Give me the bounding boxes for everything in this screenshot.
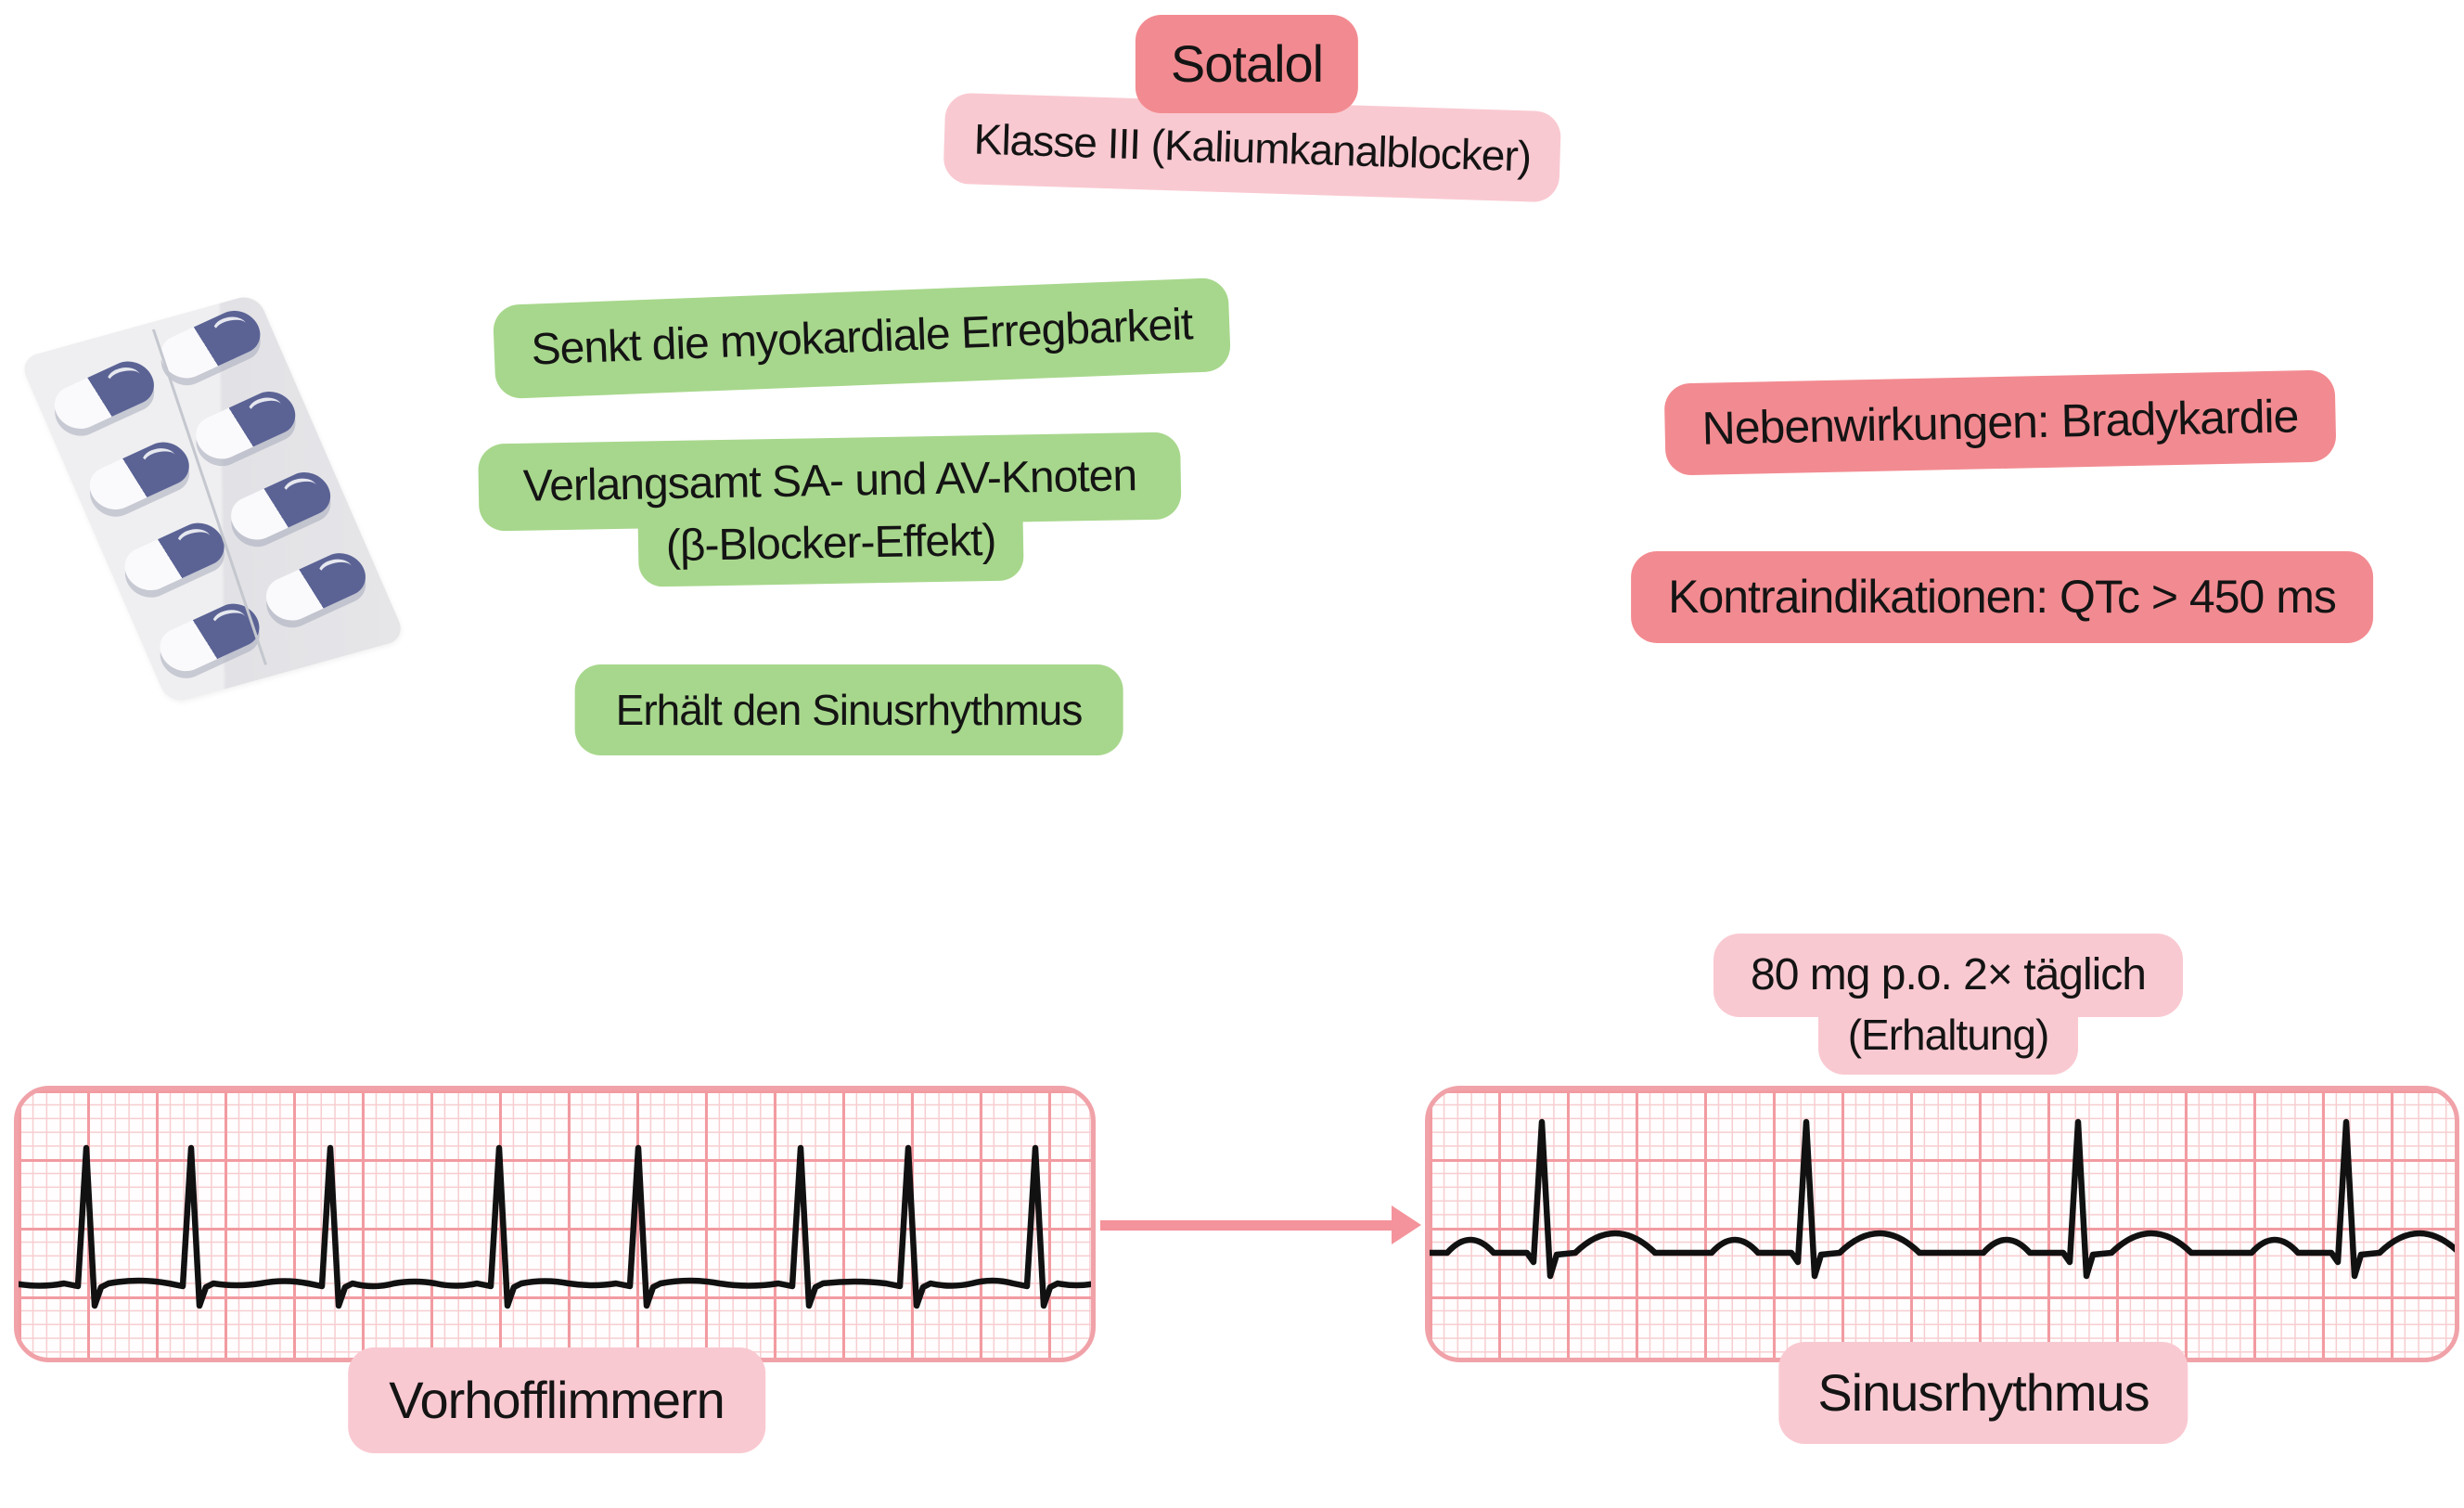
capsule-icon xyxy=(81,434,199,517)
dose-badge-line2: (Erhaltung) xyxy=(1817,1007,2079,1075)
contraindications-badge: Kontraindikationen: QTc > 450 ms xyxy=(1631,551,2373,643)
ecg-trace-sinus xyxy=(1430,1118,2455,1280)
capsule-icon xyxy=(186,384,304,467)
ecg-label-vorhofflimmern: Vorhofflimmern xyxy=(348,1347,765,1454)
capsule-icon xyxy=(116,515,234,598)
effect-badge-excitability: Senkt die myokardiale Erregbarkeit xyxy=(492,277,1232,399)
ecg-trace-afib xyxy=(19,1144,1091,1309)
drug-title-badge: Sotalol xyxy=(1135,15,1359,114)
ecg-strip-sinus xyxy=(1425,1086,2459,1362)
arrow-right-icon xyxy=(1100,1205,1421,1244)
capsule-icon xyxy=(45,354,163,436)
side-effects-badge: Nebenwirkungen: Bradykardie xyxy=(1663,369,2337,476)
capsule-icon xyxy=(222,465,340,548)
dose-badge-line1: 80 mg p.o. 2× täglich xyxy=(1713,934,2183,1017)
ecg-strip-afib xyxy=(14,1086,1096,1362)
pill-blister-pack-illustration xyxy=(19,292,407,705)
effect-badge-sinus-rhythm: Erhält den Sinusrhythmus xyxy=(574,664,1123,756)
effect-badge-sa-av-node: Verlangsamt SA- und AV-Knoten (β-Blocker… xyxy=(478,432,1183,589)
ecg-label-sinusrhythmus: Sinusrhythmus xyxy=(1778,1342,2188,1445)
capsule-icon xyxy=(257,546,375,628)
dose-badge: 80 mg p.o. 2× täglich (Erhaltung) xyxy=(1713,934,2183,1075)
capsule-icon xyxy=(151,597,268,678)
effect-badge-sa-av-node-line2: (β-Blocker-Effekt) xyxy=(637,511,1025,587)
